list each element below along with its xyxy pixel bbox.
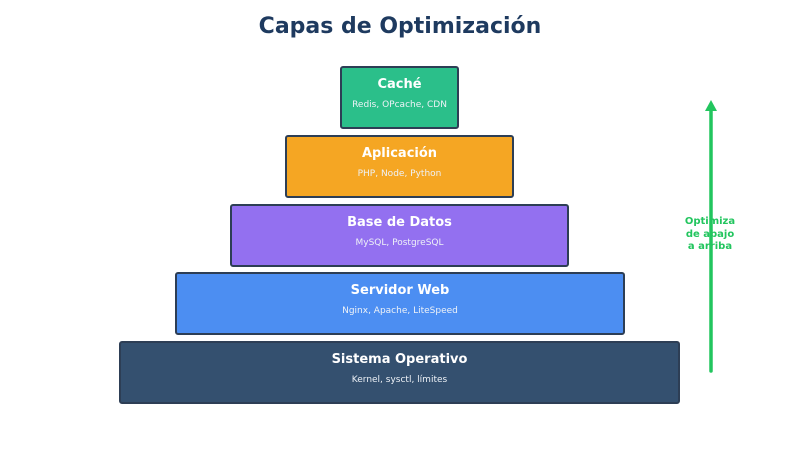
layer-aplicacion-name: Aplicación <box>361 146 438 161</box>
arrow-head <box>705 100 717 111</box>
layer-cache-name: Caché <box>377 77 422 92</box>
layer-sistema-operativo-desc: Kernel, sysctl, límites <box>351 375 448 385</box>
arrow-label: Optimiza de abajo a arriba <box>684 216 736 252</box>
layer-cache: Caché Redis, OPcache, CDN <box>340 66 459 129</box>
layer-aplicacion: Aplicación PHP, Node, Python <box>285 135 514 198</box>
up-arrow-icon <box>705 100 717 373</box>
layer-cache-desc: Redis, OPcache, CDN <box>352 100 447 110</box>
layer-base-de-datos-name: Base de Datos <box>347 215 452 230</box>
layer-servidor-web-desc: Nginx, Apache, LiteSpeed <box>342 306 458 316</box>
layer-base-de-datos: Base de Datos MySQL, PostgreSQL <box>230 204 569 267</box>
layer-sistema-operativo: Sistema Operativo Kernel, sysctl, límite… <box>119 341 680 404</box>
layer-aplicacion-desc: PHP, Node, Python <box>357 169 442 179</box>
layer-servidor-web-name: Servidor Web <box>350 283 450 298</box>
layer-servidor-web: Servidor Web Nginx, Apache, LiteSpeed <box>175 272 625 335</box>
layer-sistema-operativo-name: Sistema Operativo <box>331 352 468 367</box>
layer-base-de-datos-desc: MySQL, PostgreSQL <box>355 238 444 248</box>
diagram-title: Capas de Optimización <box>258 14 542 39</box>
